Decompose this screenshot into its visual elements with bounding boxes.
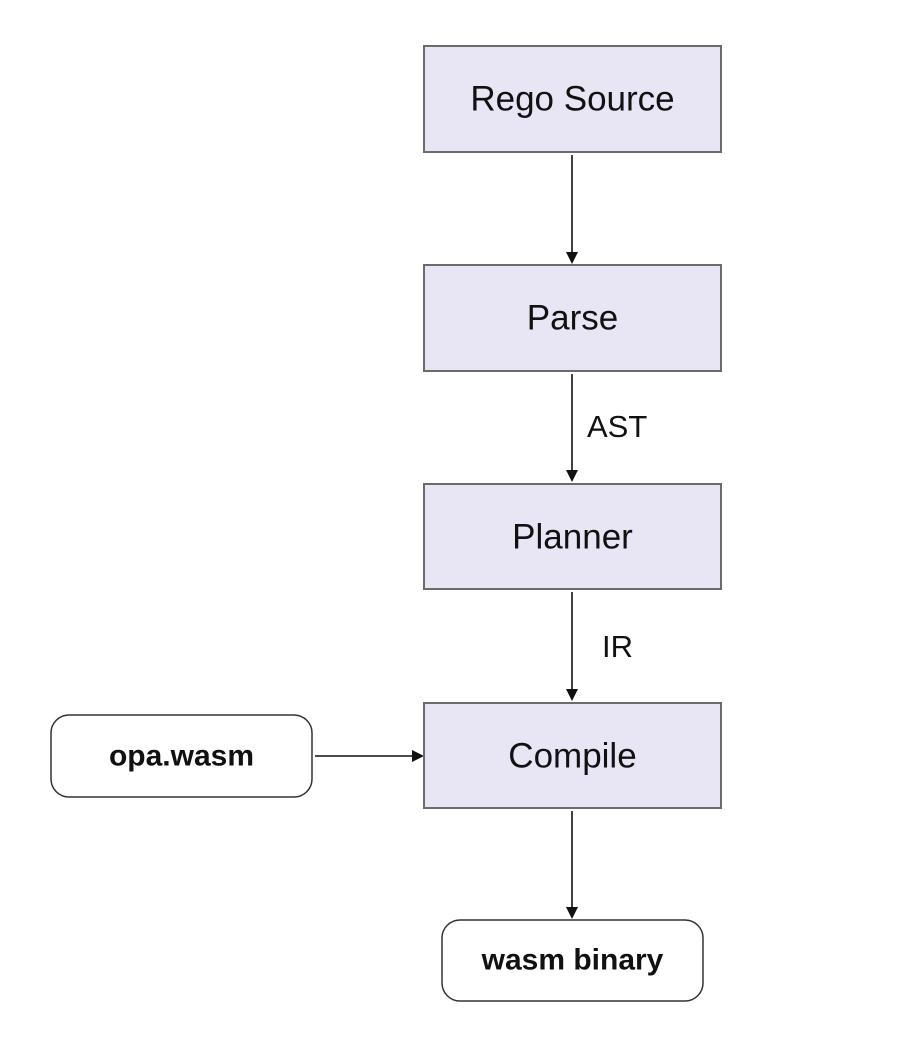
edge-label-ir: IR	[602, 629, 633, 664]
edge-source-to-parse	[566, 155, 578, 264]
edge-compile-to-binary	[566, 811, 578, 919]
edge-parse-to-planner	[566, 374, 578, 482]
node-rego-source: Rego Source	[423, 45, 722, 153]
node-compile: Compile	[423, 702, 722, 809]
node-planner-label: Planner	[512, 518, 633, 557]
node-parse: Parse	[423, 264, 722, 372]
edge-planner-to-compile	[566, 592, 578, 701]
node-compile-label: Compile	[508, 737, 636, 776]
edge-label-ast: AST	[587, 409, 647, 444]
edge-opa-wasm-to-compile	[315, 750, 424, 762]
node-opa-wasm-label: opa.wasm	[109, 740, 254, 773]
node-opa-wasm: opa.wasm	[50, 714, 313, 798]
node-wasm-binary: wasm binary	[441, 919, 704, 1002]
node-wasm-binary-label: wasm binary	[481, 944, 664, 977]
node-rego-source-label: Rego Source	[470, 80, 674, 119]
node-parse-label: Parse	[527, 299, 618, 338]
node-planner: Planner	[423, 483, 722, 590]
